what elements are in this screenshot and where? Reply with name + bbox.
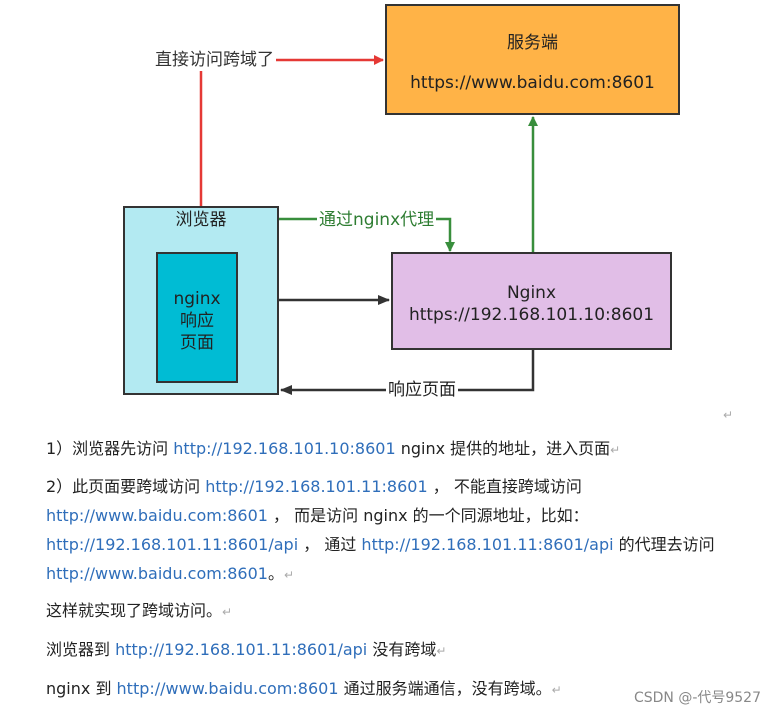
link-baidu-2[interactable]: http://www.baidu.com:8601 [46, 564, 268, 583]
browser-title: 浏览器 [175, 210, 227, 230]
link-api-2[interactable]: http://192.168.101.11:8601/api [115, 640, 368, 659]
paragraph-2-line-1: 2）此页面要跨域访问 http://192.168.101.11:8601 ， … [46, 477, 582, 496]
csdn-watermark: CSDN @-代号9527 [633, 690, 761, 706]
link-baidu-3[interactable]: http://www.baidu.com:8601 [116, 679, 339, 698]
nginx-box: Nginx https://192.168.101.10:8601 [391, 252, 672, 350]
direct-access-arrow [199, 55, 384, 206]
paragraph-2-line-4: http://www.baidu.com:8601。↵ [46, 564, 295, 583]
link-api-proxy[interactable]: http://192.168.101.11:8601/api [361, 535, 614, 554]
nginx-url: https://192.168.101.10:8601 [408, 305, 655, 325]
paragraph-mark: ↵ [723, 408, 734, 422]
server-url: https://www.baidu.com:8601 [410, 73, 655, 93]
paragraph-2-line-2: http://www.baidu.com:8601 ， 而是访问 nginx 的… [46, 506, 589, 525]
response-label: 响应页面 [386, 379, 458, 401]
link-cross-origin[interactable]: http://192.168.101.11:8601 [205, 477, 428, 496]
link-nginx-address[interactable]: http://192.168.101.10:8601 [173, 439, 396, 458]
nginx-page-line-1: nginx [173, 289, 221, 309]
nginx-title: Nginx [506, 283, 557, 303]
response-arrow [280, 350, 535, 395]
direct-access-label: 直接访问跨域了 [153, 49, 276, 71]
nginx-page-line-3: 页面 [180, 333, 214, 353]
paragraph-4: 浏览器到 http://192.168.101.11:8601/api 没有跨域… [46, 640, 447, 659]
paragraph-2-line-3: http://192.168.101.11:8601/api ， 通过 http… [46, 535, 715, 554]
link-api[interactable]: http://192.168.101.11:8601/api [46, 535, 299, 554]
paragraph-3: 这样就实现了跨域访问。↵ [46, 601, 233, 620]
nginx-page-line-2: 响应 [180, 311, 214, 331]
proxy-label: 通过nginx代理 [317, 209, 437, 231]
nginx-response-page-box: nginx 响应 页面 [156, 252, 238, 383]
server-title: 服务端 [507, 33, 558, 53]
paragraph-1: 1）浏览器先访问 http://192.168.101.10:8601 ngin… [46, 439, 621, 458]
link-baidu[interactable]: http://www.baidu.com:8601 [46, 506, 268, 525]
paragraph-5: nginx 到 http://www.baidu.com:8601 通过服务端通… [46, 679, 562, 698]
server-box: 服务端 https://www.baidu.com:8601 [385, 4, 680, 115]
